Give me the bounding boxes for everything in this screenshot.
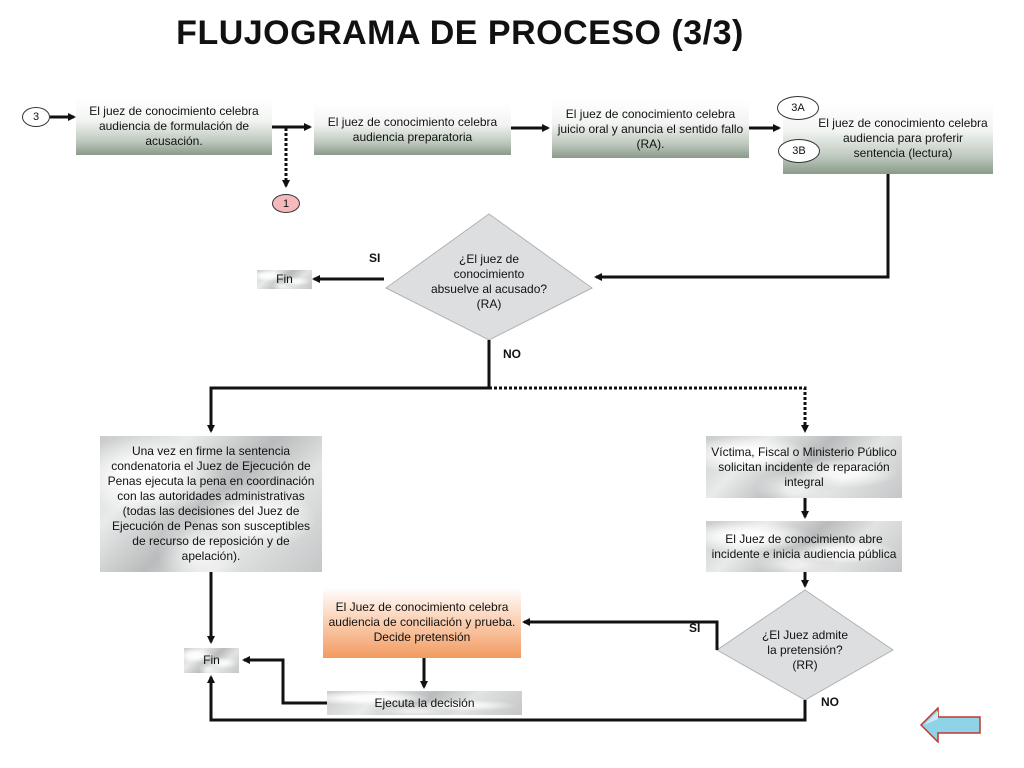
box-audiencia-sentencia: El juez de conocimiento celebra audienci… [783,102,993,174]
box-formulacion-acusacion: El juez de conocimiento celebra audienci… [76,98,272,155]
box-conciliacion-prueba: El Juez de conocimiento celebra audienci… [323,587,521,658]
edge-d1-execution [207,340,491,433]
box-ejecuta-decision: Ejecuta la decisión [327,691,522,715]
page-title: FLUJOGRAMA DE PROCESO (3/3) [176,14,744,52]
connector-3a: 3A [777,96,819,120]
label-si-1: SI [369,251,381,265]
edge-b4-d1 [594,174,890,281]
edge-d2-conciliation [522,618,719,650]
label-no-1: NO [503,347,521,361]
box-ejecucion-pena: Una vez en firme la sentencia condenator… [100,436,322,572]
box-fin-2: Fin [184,648,239,673]
box-audiencia-preparatoria: El juez de conocimiento celebra audienci… [314,104,511,155]
box-incidente-reparacion: Víctima, Fiscal o Ministerio Público sol… [706,436,902,498]
edge-d1-victim [489,386,809,433]
decision-pretension-text: ¿El Juez admite la pretensión? (RR) [761,627,849,672]
edge-d2-fin [207,675,807,722]
box-abre-incidente: El Juez de conocimiento abre incidente e… [706,521,902,572]
connector-start: 3 [22,107,50,127]
decision-absuelve-text: ¿El juez de conocimiento absuelve al acu… [430,252,548,311]
edge-b1-offpage [272,125,290,188]
box-juicio-oral: El juez de conocimiento celebra juicio o… [552,100,749,158]
box-fin-1: Fin [257,270,312,289]
back-arrow-icon[interactable] [920,707,982,743]
label-si-2: SI [689,621,701,635]
label-no-2: NO [821,695,839,709]
connector-3b: 3B [778,139,820,163]
connector-offpage: 1 [272,194,300,213]
edge-executes-fin [242,656,327,705]
